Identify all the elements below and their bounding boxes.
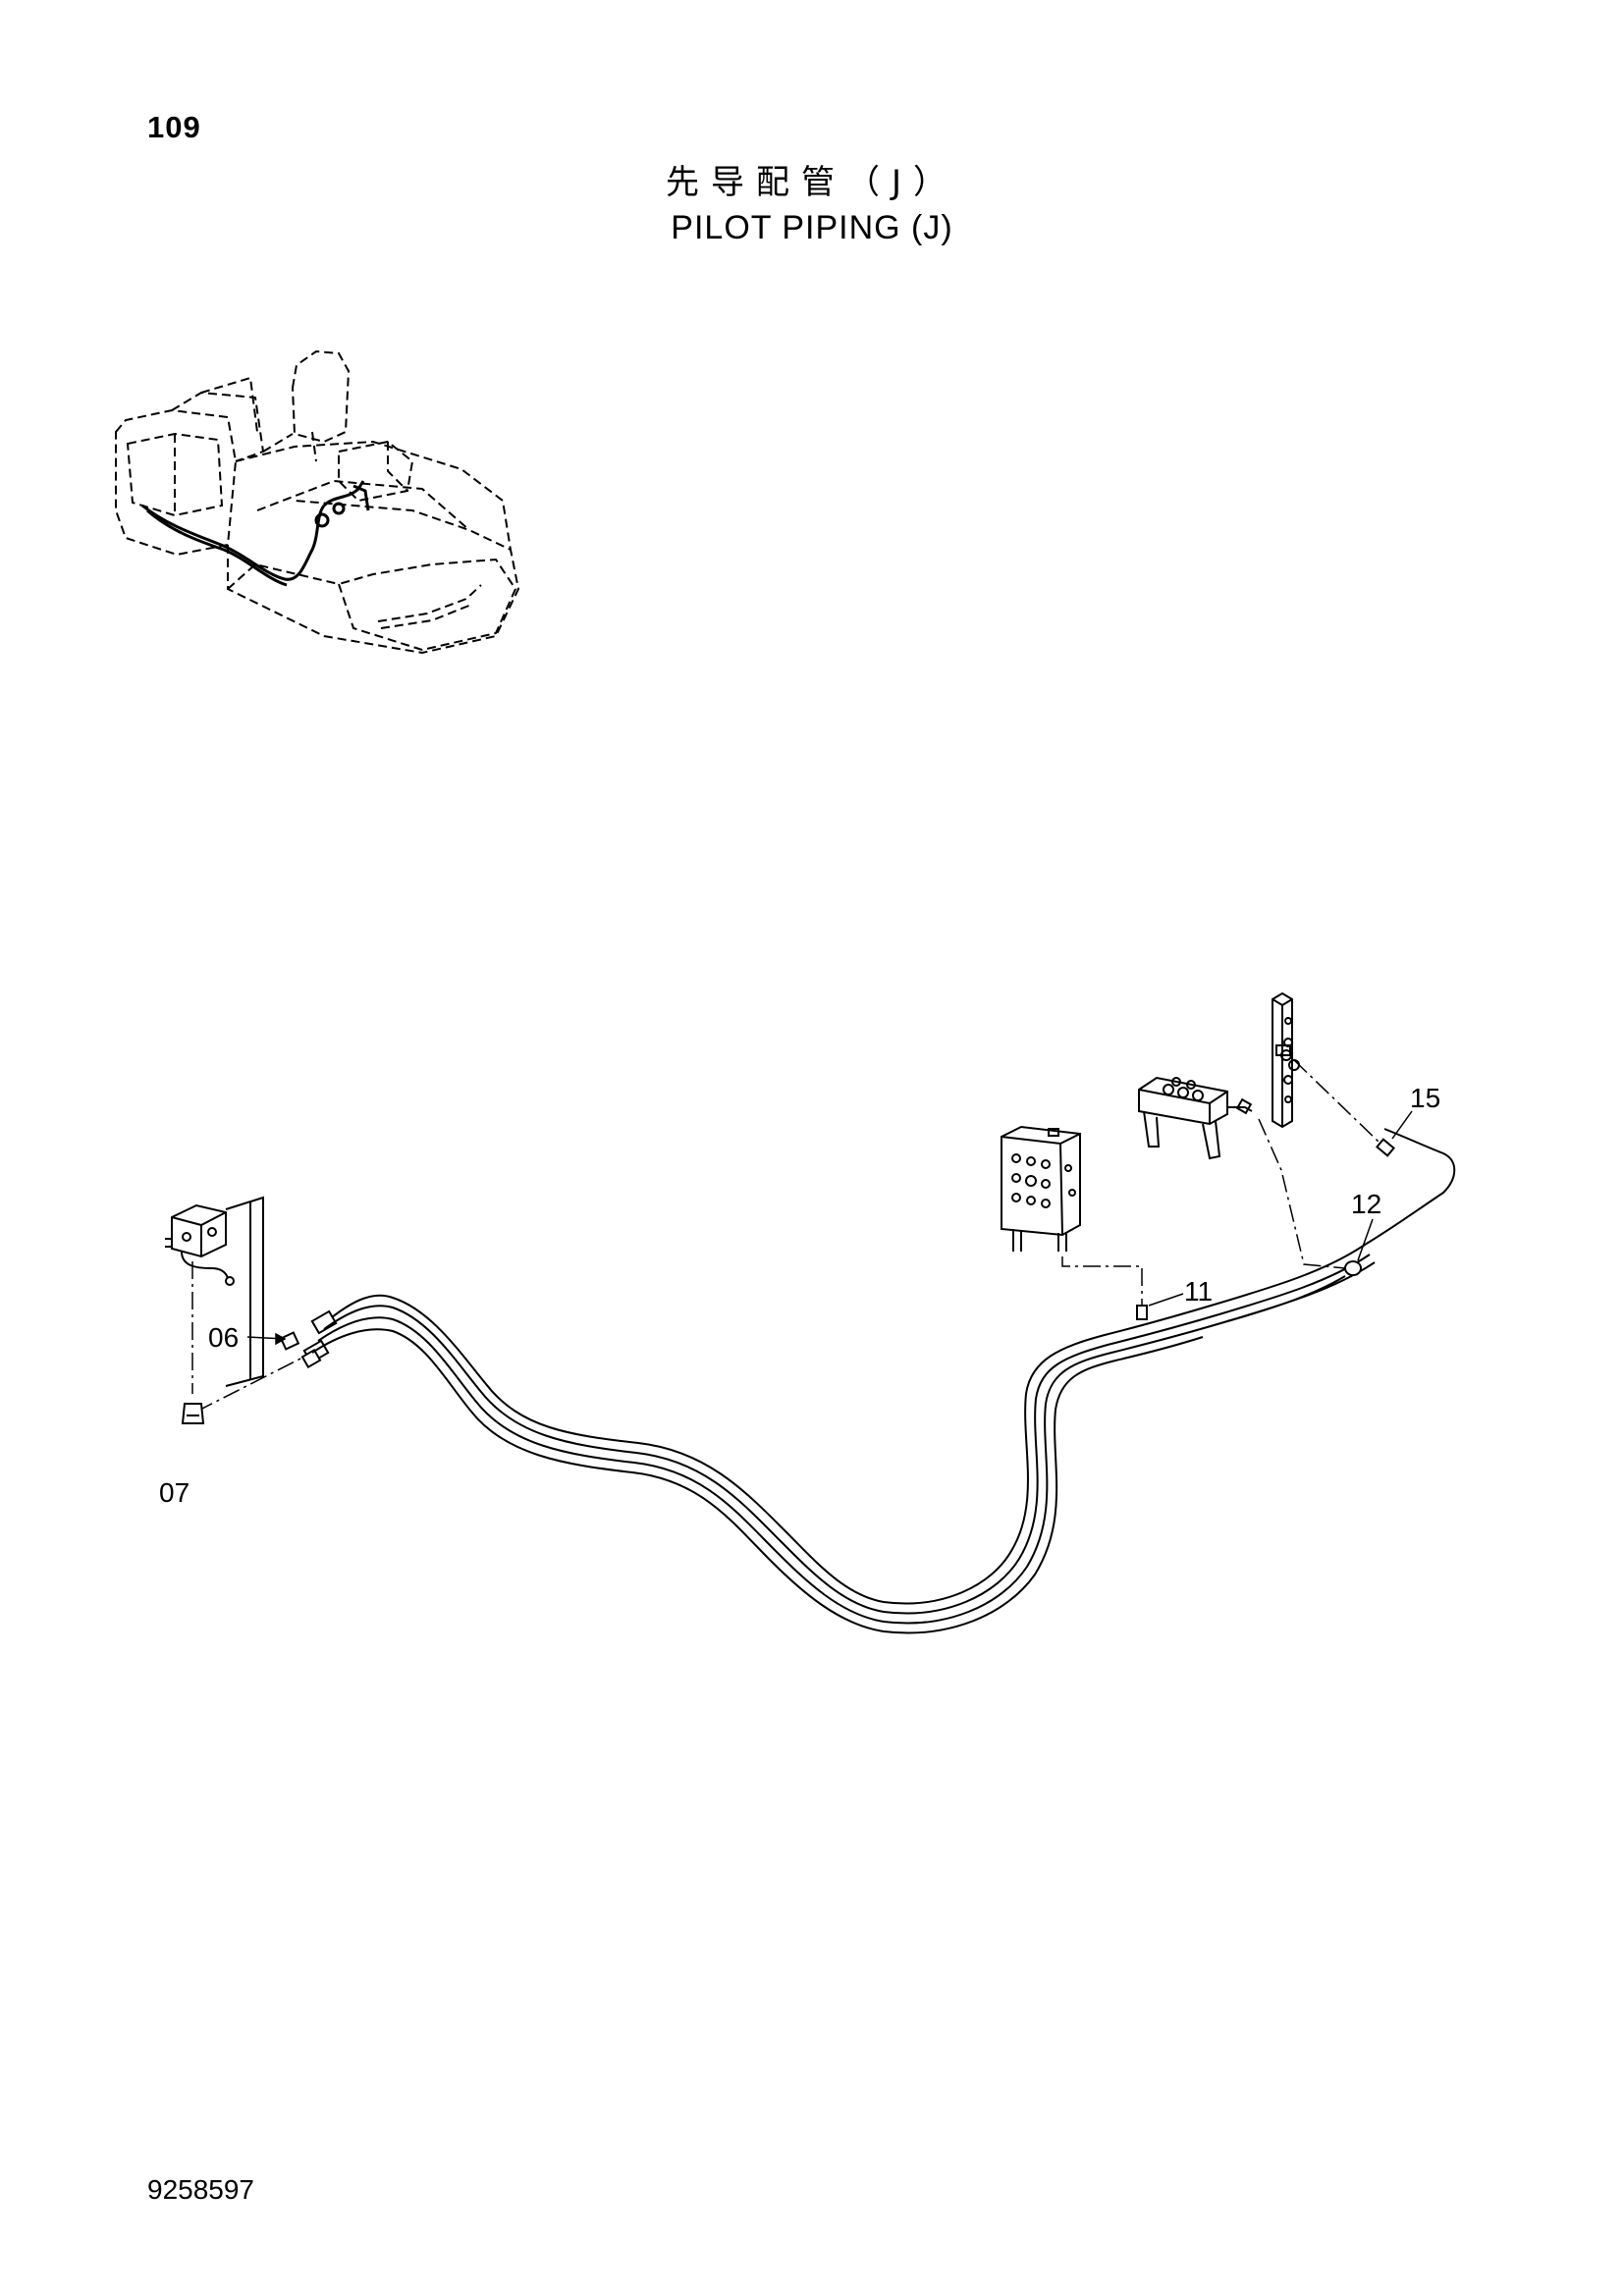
leader-06 <box>246 1332 287 1346</box>
callout-11: 11 <box>1184 1276 1213 1307</box>
fitting-07 <box>181 1403 205 1424</box>
solenoid-valve-block <box>165 1196 264 1387</box>
control-valve-block <box>1001 1125 1081 1252</box>
page-number: 109 <box>147 110 201 144</box>
pilot-manifold <box>1138 1076 1253 1160</box>
drawing-number: 9258597 <box>147 2174 255 2205</box>
fitting-15 <box>1376 1138 1395 1157</box>
excavator-overview <box>115 349 520 655</box>
fittings-06 <box>279 1309 338 1369</box>
leader-12 <box>1357 1218 1374 1261</box>
title-english: PILOT PIPING (J) <box>671 209 953 246</box>
leader-11 <box>1148 1293 1184 1307</box>
leader-strip-15 <box>1293 1059 1380 1144</box>
callout-07: 07 <box>159 1477 189 1508</box>
callout-12: 12 <box>1351 1189 1381 1219</box>
pilot-hose-bundle <box>311 1128 1456 1634</box>
leader-valve-11 <box>1061 1256 1143 1306</box>
leader-manifold-12 <box>1258 1118 1346 1269</box>
overview-pilot-hose <box>141 480 370 587</box>
leader-15 <box>1391 1110 1413 1140</box>
fitting-12 <box>1344 1260 1362 1276</box>
fitting-11 <box>1136 1305 1148 1320</box>
callout-06: 06 <box>208 1322 239 1353</box>
leader-07-diagonal <box>195 1352 313 1413</box>
title-chinese: 先导配管（J） <box>665 163 959 202</box>
callout-15: 15 <box>1410 1083 1440 1113</box>
